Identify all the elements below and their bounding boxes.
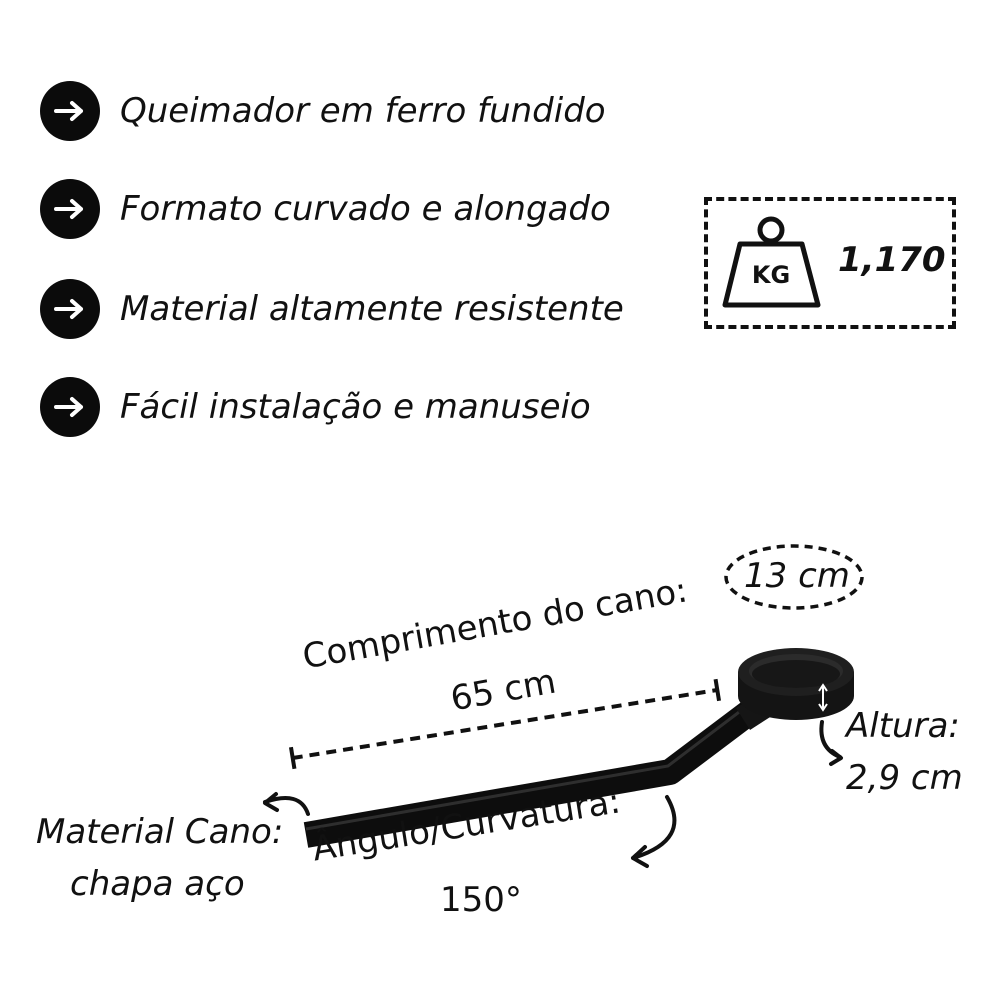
- height-label: Altura:: [846, 706, 960, 746]
- feature-item: Queimador em ferro fundido: [40, 80, 606, 142]
- arrow-right-icon: [40, 179, 100, 239]
- feature-label: Formato curvado e alongado: [120, 189, 611, 229]
- arrow-right-icon: [40, 81, 100, 141]
- material-label: Material Cano:: [36, 812, 284, 852]
- feature-label: Queimador em ferro fundido: [120, 91, 606, 131]
- arrow-right-icon: [40, 279, 100, 339]
- angle-value: 150°: [440, 880, 522, 920]
- weight-value: 1,170: [838, 240, 946, 280]
- feature-item: Material altamente resistente: [40, 278, 624, 340]
- feature-label: Material altamente resistente: [120, 289, 624, 329]
- feature-item: Fácil instalação e manuseio: [40, 376, 591, 438]
- weight-box: [704, 197, 956, 329]
- feature-item: Formato curvado e alongado: [40, 178, 611, 240]
- diameter-label: 13 cm: [744, 556, 850, 596]
- length-dimension-line: [288, 678, 722, 770]
- material-value: chapa aço: [70, 864, 245, 904]
- angle-curved-arrow-icon: [631, 795, 677, 860]
- feature-label: Fácil instalação e manuseio: [120, 387, 591, 427]
- height-value: 2,9 cm: [846, 758, 963, 798]
- burner-cup: [738, 648, 854, 720]
- arrow-right-icon: [40, 377, 100, 437]
- diameter-ellipse: [724, 544, 864, 610]
- height-arrow-icon: [818, 683, 828, 712]
